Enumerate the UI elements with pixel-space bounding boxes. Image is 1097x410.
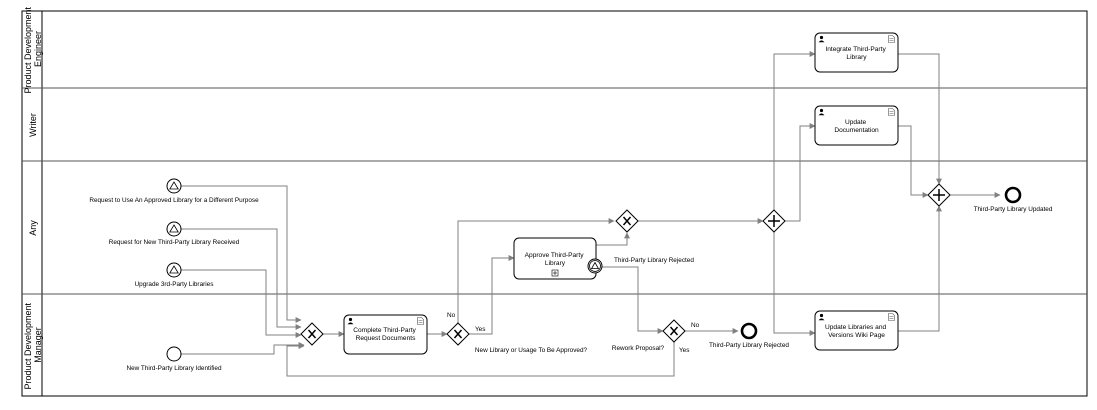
sequence-flows — [181, 51, 1001, 377]
triangle-icon — [169, 265, 179, 274]
task-integrate-library[interactable]: Integrate Third-Party Library — [814, 32, 899, 73]
flow-approved-to-merge — [181, 185, 302, 323]
flow-label-rework-no: No — [691, 322, 700, 329]
end-event-updated-label: Third-Party Library Updated — [974, 206, 1053, 213]
task-complete-docs[interactable]: Complete Third-Party Request Documents — [343, 314, 428, 355]
flow-integrate-to-join — [898, 53, 942, 185]
lane-label-product-development-engineer: Product Development Engineer — [23, 4, 43, 93]
boundary-event-rejected-label: Third-Party Library Rejected — [614, 257, 694, 264]
x-icon — [622, 216, 632, 226]
document-icon — [888, 313, 895, 321]
document-icon — [888, 35, 895, 43]
lane-label-any: Any — [28, 220, 38, 236]
parallel-split-gateway[interactable] — [762, 209, 786, 233]
flow-split-to-integrate — [773, 51, 816, 210]
end-event-rejected-label: Third-Party Library Rejected — [709, 342, 789, 349]
user-icon — [347, 317, 354, 325]
signal-icon — [590, 261, 600, 270]
user-icon — [818, 108, 825, 116]
start-event-new-identified-label: New Third-Party Library Identified — [126, 365, 222, 372]
x-icon — [307, 329, 317, 339]
task-update-documentation[interactable]: Update Documentation — [814, 105, 899, 146]
flow-approve-to-merge — [596, 232, 630, 246]
task-update-wiki[interactable]: Update Libraries and Versions Wiki Page — [814, 310, 899, 351]
rework-gateway-label: Rework Proposal? — [612, 345, 665, 352]
flow-approval-no — [457, 218, 615, 323]
flow-upgrade-to-merge — [181, 269, 302, 338]
flow-wiki-to-join — [898, 205, 942, 332]
pool — [21, 10, 1088, 397]
parallel-join-gateway[interactable] — [927, 183, 951, 207]
subprocess-approve-library-label: Approve Third-Party Library — [525, 252, 586, 267]
triangle-icon — [169, 224, 179, 233]
flow-split-to-update-docs — [785, 123, 816, 222]
plus-icon — [768, 215, 780, 227]
approval-gateway-label: New Library or Usage To Be Approved? — [475, 347, 588, 354]
plus-icon — [551, 269, 559, 277]
start-event-upgrade-label: Upgrade 3rd-Party Libraries — [135, 281, 214, 288]
start-event-approved-library[interactable] — [166, 178, 182, 194]
flow-split-to-wiki — [773, 232, 816, 336]
flow-label-approval-yes: Yes — [475, 326, 485, 333]
subprocess-approve-library[interactable]: Approve Third-Party Library — [513, 237, 597, 280]
flow-update-docs-to-join — [898, 125, 929, 198]
approval-gateway[interactable] — [446, 322, 470, 346]
start-event-upgrade[interactable] — [166, 262, 182, 278]
flow-boundary-to-rework — [595, 266, 664, 334]
merge-gateway[interactable] — [300, 322, 324, 346]
x-icon — [669, 326, 679, 336]
task-complete-docs-label: Complete Third-Party Request Documents — [353, 327, 417, 342]
lane-label-product-development-manager: Product Development Manager — [23, 300, 43, 389]
x-icon — [453, 329, 463, 339]
start-event-new-identified[interactable] — [166, 346, 182, 362]
boundary-event-rejected[interactable] — [587, 258, 603, 274]
task-integrate-library-label: Integrate Third-Party Library — [825, 46, 887, 61]
user-icon — [818, 313, 825, 321]
merge-gateway-any[interactable] — [615, 209, 639, 233]
plus-icon — [933, 189, 945, 201]
flow-approval-yes — [469, 255, 515, 335]
flow-identified-to-merge — [181, 342, 305, 355]
lane-label-writer: Writer — [28, 113, 38, 137]
triangle-icon — [169, 181, 179, 190]
start-event-new-library-request[interactable] — [166, 221, 182, 237]
start-event-new-library-request-label: Request for New Third-Party Library Rece… — [109, 239, 240, 246]
task-update-wiki-label: Update Libraries and Versions Wiki Page — [825, 324, 888, 339]
flow-new-request-to-merge — [181, 228, 302, 330]
end-event-updated[interactable] — [1004, 186, 1022, 204]
end-event-rejected[interactable] — [740, 322, 758, 340]
document-icon — [888, 108, 895, 116]
flow-rework-yes — [286, 342, 675, 377]
document-icon — [417, 317, 424, 325]
task-update-documentation-label: Update Documentation — [834, 119, 879, 134]
rework-gateway[interactable] — [662, 319, 686, 343]
flow-label-rework-yes: Yes — [679, 347, 689, 354]
start-event-approved-library-label: Request to Use An Approved Library for a… — [89, 197, 259, 204]
flow-label-approval-no: No — [447, 312, 456, 319]
user-icon — [818, 35, 825, 43]
